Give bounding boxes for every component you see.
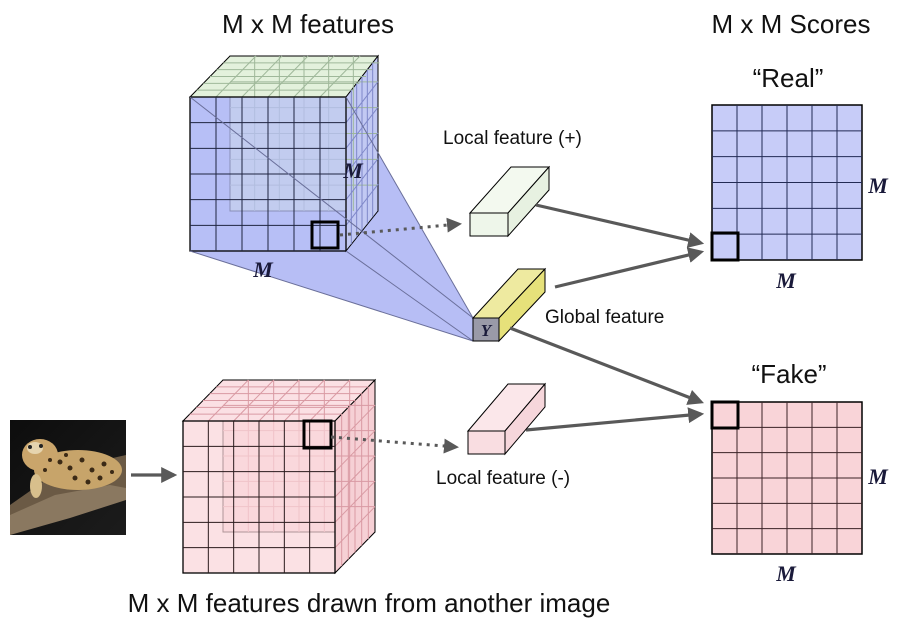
- global-feature-y-label: Y: [481, 321, 493, 340]
- top-feature-cube: [188, 54, 474, 342]
- local-pos-front: [469, 212, 509, 237]
- real-score-grid: [710, 104, 863, 262]
- real-grid-bottom-m-label: M: [775, 268, 797, 293]
- selected-local-cell: [310, 220, 340, 250]
- arrow-local-neg-to-fake: [525, 407, 705, 432]
- projection-line: [345, 96, 474, 319]
- top-cube-depth-m-label: M: [342, 158, 364, 183]
- global-feature-block: Y: [471, 267, 547, 343]
- top-cube-width-m-label: M: [252, 257, 274, 282]
- fake-grid-bottom-m-label: M: [775, 561, 797, 586]
- dotted-link-negative: [330, 435, 459, 454]
- global-feature-front: [472, 317, 500, 342]
- local-feature-positive-label: Local feature (+): [443, 128, 582, 149]
- local-neg-front: [467, 430, 506, 455]
- global-feature-label: Global feature: [545, 307, 664, 328]
- scores-title: M x M Scores: [712, 9, 871, 39]
- bottom-features-title: M x M features drawn from another image: [128, 588, 611, 618]
- top-features-title: M x M features: [222, 9, 394, 39]
- bottom-cube-right-grid-line: [334, 506, 376, 549]
- projection-line: [189, 96, 474, 319]
- local-feature-negative-block: [466, 382, 547, 456]
- projection-line: [189, 250, 474, 342]
- cube-right-grid-line: [345, 184, 379, 226]
- fake-score-selected-cell: [710, 400, 740, 430]
- real-grid-side-m-label: M: [867, 173, 889, 198]
- bottom-feature-cube: [181, 378, 377, 575]
- arrow-global-to-fake: [509, 326, 704, 405]
- real-label: “Real”: [753, 63, 824, 93]
- leopard-photo: [10, 420, 126, 535]
- bottom-selected-local-cell: [302, 419, 333, 450]
- arrow-local-pos-to-real: [535, 203, 705, 248]
- real-score-selected-cell: [710, 231, 740, 262]
- local-feature-negative-label: Local feature (-): [436, 468, 570, 489]
- arrow-global-to-real: [554, 247, 705, 289]
- fake-grid-side-m-label: M: [867, 464, 889, 489]
- local-feature-positive-block: [468, 165, 551, 238]
- fake-score-grid: [710, 400, 863, 555]
- fake-label: “Fake”: [751, 359, 826, 389]
- projection-line: [345, 250, 474, 342]
